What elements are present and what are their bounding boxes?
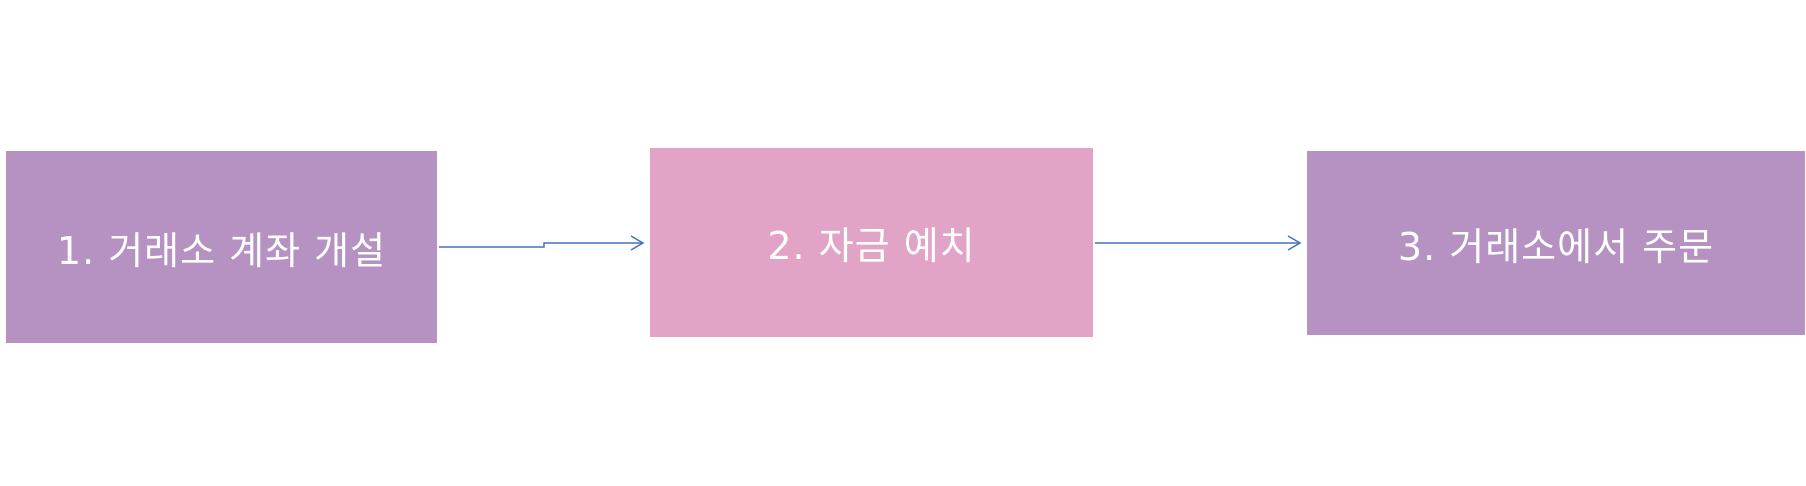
step-label-open-account: 1. 거래소 계좌 개설	[56, 228, 387, 273]
step-box-deposit-funds: 2. 자금 예치	[650, 148, 1093, 337]
step-box-open-account: 1. 거래소 계좌 개설	[6, 151, 437, 343]
step-label-place-order: 3. 거래소에서 주문	[1397, 224, 1715, 269]
step-label-deposit-funds: 2. 자금 예치	[767, 224, 976, 268]
connector-arrow-2-to-3	[1095, 235, 1302, 251]
connector-arrow-1-to-2	[439, 235, 645, 251]
step-box-place-order: 3. 거래소에서 주문	[1307, 151, 1805, 335]
